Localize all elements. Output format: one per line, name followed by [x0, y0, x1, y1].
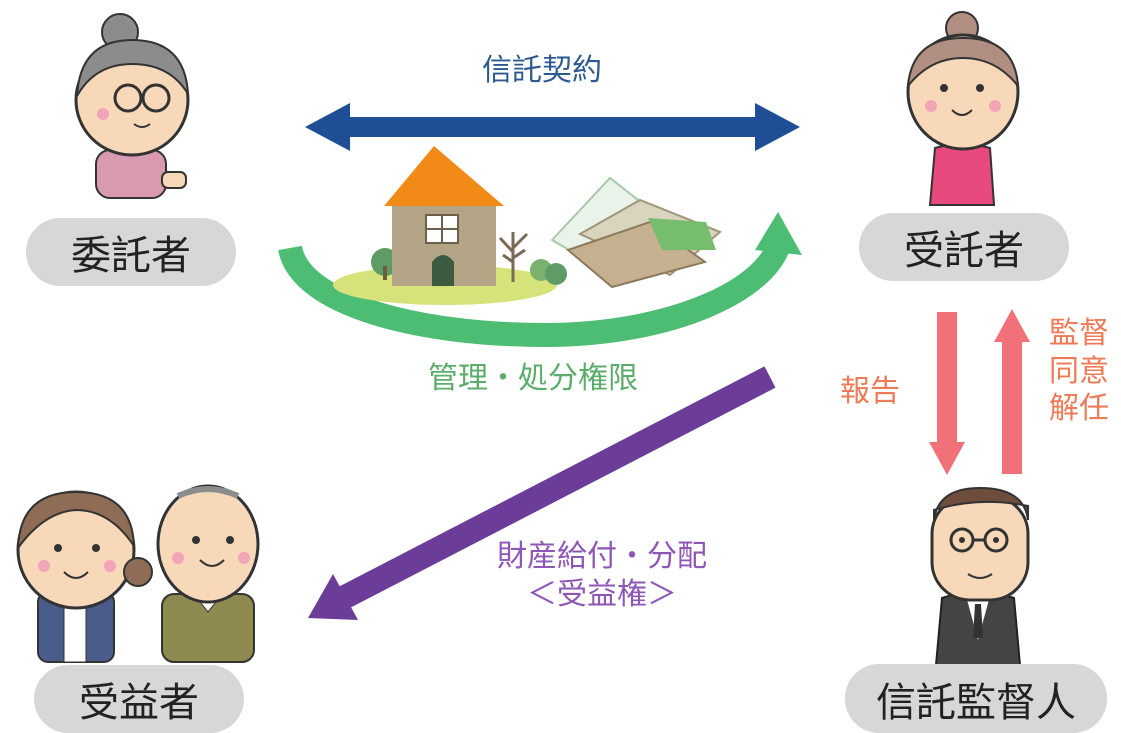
oversight-label: 監督 同意 解任 [1049, 315, 1109, 428]
oversight-label-line2: 同意 [1049, 353, 1109, 389]
beneficiary-label-text: 受益者 [79, 680, 199, 726]
beneficiary-label: 受益者 [34, 665, 244, 733]
benefit-arrow [308, 366, 776, 620]
contract-label: 信託契約 [482, 53, 602, 88]
report-label: 報告 [840, 374, 900, 409]
beneficiaries-illustration [16, 484, 260, 663]
management-label: 管理・処分権限 [428, 361, 638, 396]
oversight-label-line1: 監督 [1049, 316, 1109, 351]
property-illustration [333, 146, 722, 305]
supervisor-illustration [930, 486, 1030, 666]
supervisor-label-text: 信託監督人 [876, 679, 1076, 726]
benefit-label: 財産給付・分配 ＜受益権＞ [497, 538, 707, 613]
trustee-label-text: 受託者 [904, 228, 1024, 274]
trustee-illustration [906, 11, 1020, 206]
report-arrow [929, 312, 965, 475]
settlor-illustration [74, 13, 190, 199]
settlor-label: 委託者 [26, 218, 236, 286]
benefit-label-line2: ＜受益権＞ [527, 576, 677, 612]
settlor-label-text: 委託者 [71, 233, 191, 279]
oversight-arrow [994, 309, 1030, 474]
benefit-label-line1: 財産給付・分配 [497, 539, 707, 574]
management-arrow [278, 212, 802, 348]
oversight-label-line3: 解任 [1049, 391, 1109, 426]
contract-arrow [305, 103, 800, 151]
supervisor-label: 信託監督人 [845, 664, 1107, 733]
trustee-label: 受託者 [859, 213, 1069, 281]
